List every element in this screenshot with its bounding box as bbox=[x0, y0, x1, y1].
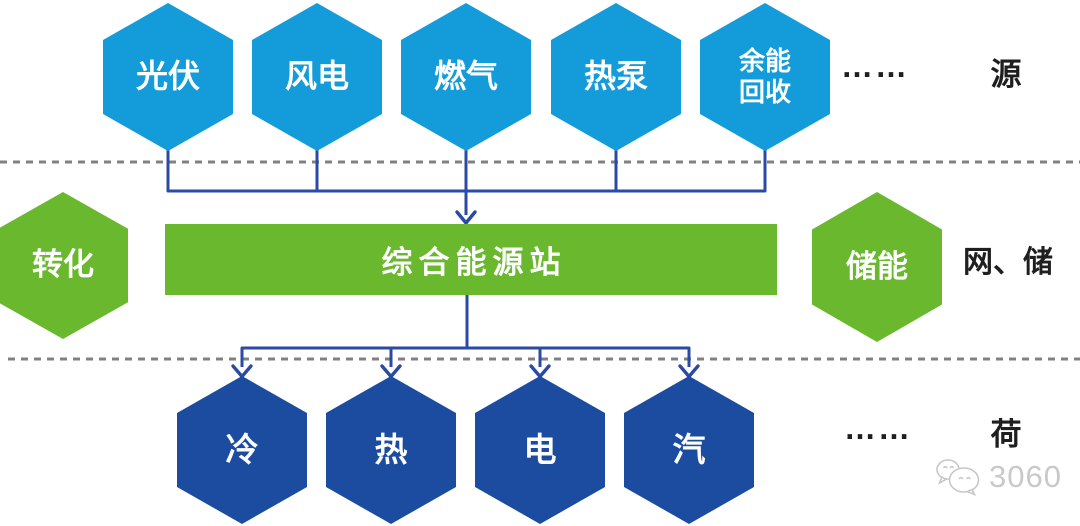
wechat-icon bbox=[936, 459, 980, 496]
energy-station-bar: 综合能源站 bbox=[165, 224, 777, 295]
node-label: 汽 bbox=[672, 430, 706, 468]
hexagon-source-waste-heat-recovery: 余能 回收 bbox=[700, 3, 830, 151]
arrow-down-heat-icon bbox=[380, 364, 402, 379]
hexagon-storage: 储能 bbox=[812, 192, 942, 342]
node-label: 转化 bbox=[32, 247, 94, 283]
watermark-text: 3060 bbox=[989, 458, 1062, 494]
node-label: 燃气 bbox=[433, 58, 498, 95]
row-label-load: 荷 bbox=[990, 417, 1022, 452]
arrow-down-cold-icon bbox=[231, 364, 253, 379]
hexagon-load-steam: 汽 bbox=[624, 376, 754, 524]
station-label: 综合能源站 bbox=[381, 245, 567, 280]
node-label: 冷 bbox=[225, 430, 259, 468]
row-label-network-storage: 网、储 bbox=[963, 246, 1053, 279]
ellipsis-load: …… bbox=[844, 410, 912, 446]
node-label: 储能 bbox=[846, 248, 908, 284]
arrow-down-electricity-icon bbox=[529, 364, 551, 379]
row-label-source: 源 bbox=[990, 57, 1022, 92]
hexagon-source-heat-pump: 热泵 bbox=[551, 3, 681, 151]
node-label: 热泵 bbox=[583, 58, 648, 95]
arrow-down-into-station-icon bbox=[455, 210, 477, 225]
arrow-down-steam-icon bbox=[678, 364, 700, 379]
node-label: 风电 bbox=[284, 58, 349, 95]
node-label: 热 bbox=[374, 430, 408, 468]
node-label: 余能 回收 bbox=[738, 46, 791, 107]
node-label: 光伏 bbox=[135, 58, 200, 95]
watermark: 3060 bbox=[934, 456, 1062, 496]
load-bus-line bbox=[240, 346, 691, 367]
node-label: 电 bbox=[523, 430, 557, 468]
ellipsis-source: …… bbox=[841, 48, 909, 84]
